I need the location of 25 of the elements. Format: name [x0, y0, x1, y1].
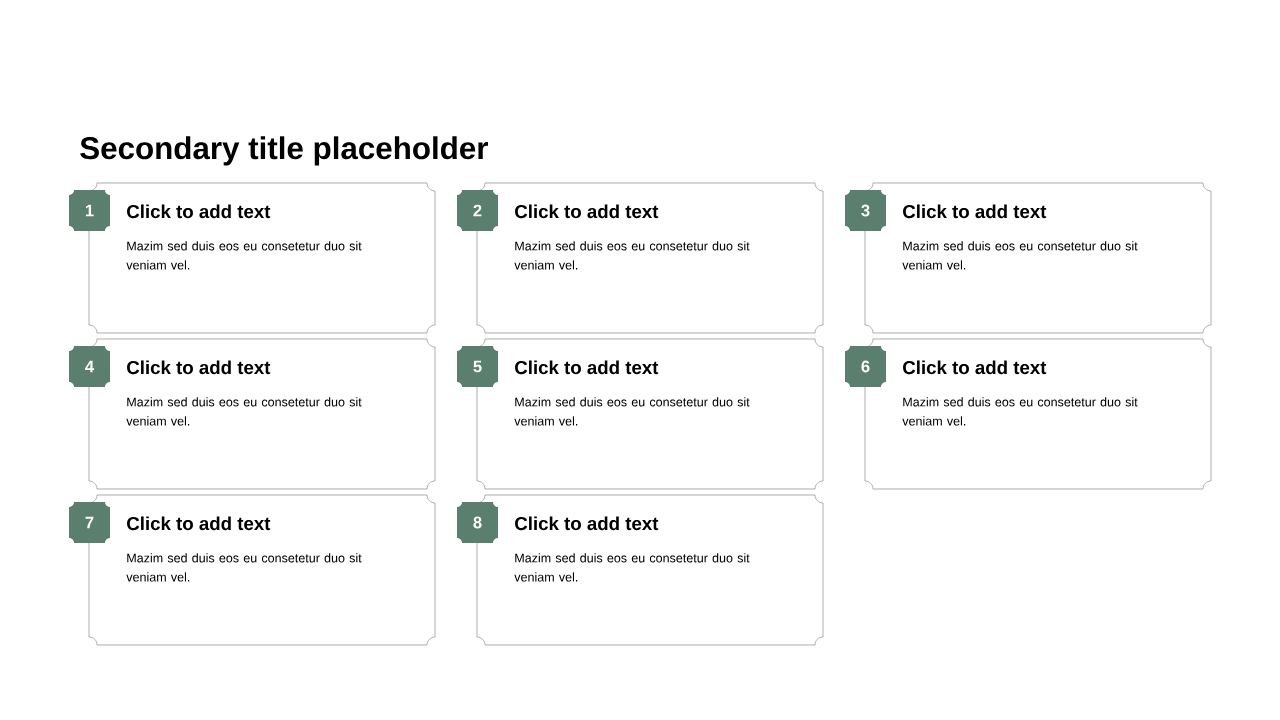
card-heading: Click to add text: [515, 516, 659, 531]
card-text: Mazim sed duis eos eu consetetur duo sit veniam vel.: [514, 241, 750, 270]
card-text: Mazim sed duis eos eu consetetur duo sit veniam vel.: [126, 553, 362, 582]
card-text: Mazim sed duis eos eu consetetur duo sit veniam vel.: [126, 397, 362, 426]
card-text: Mazim sed duis eos eu consetetur duo sit veniam vel.: [902, 241, 1138, 270]
number-badge: 8: [457, 502, 498, 543]
card-text: Mazim sed duis eos eu consetetur duo sit veniam vel.: [126, 241, 362, 270]
card-heading: Click to add text: [127, 204, 271, 219]
number-badge: 4: [69, 346, 110, 387]
card-heading: Click to add text: [903, 360, 1047, 375]
card-heading: Click to add text: [903, 204, 1047, 219]
card-text: Mazim sed duis eos eu consetetur duo sit veniam vel.: [514, 553, 750, 582]
number-badge: 5: [457, 346, 498, 387]
title: Secondary title placeholder: [80, 136, 488, 166]
card-text: Mazim sed duis eos eu consetetur duo sit veniam vel.: [902, 397, 1138, 426]
number-badge: 6: [845, 346, 886, 387]
card-heading: Click to add text: [515, 360, 659, 375]
card-heading: Click to add text: [127, 516, 271, 531]
number-badge: 3: [845, 190, 886, 231]
number-badge: 1: [69, 190, 110, 231]
number-badge: 2: [457, 190, 498, 231]
card-text: Mazim sed duis eos eu consetetur duo sit veniam vel.: [514, 397, 750, 426]
card-heading: Click to add text: [515, 204, 659, 219]
card-heading: Click to add text: [127, 360, 271, 375]
number-badge: 7: [69, 502, 110, 543]
